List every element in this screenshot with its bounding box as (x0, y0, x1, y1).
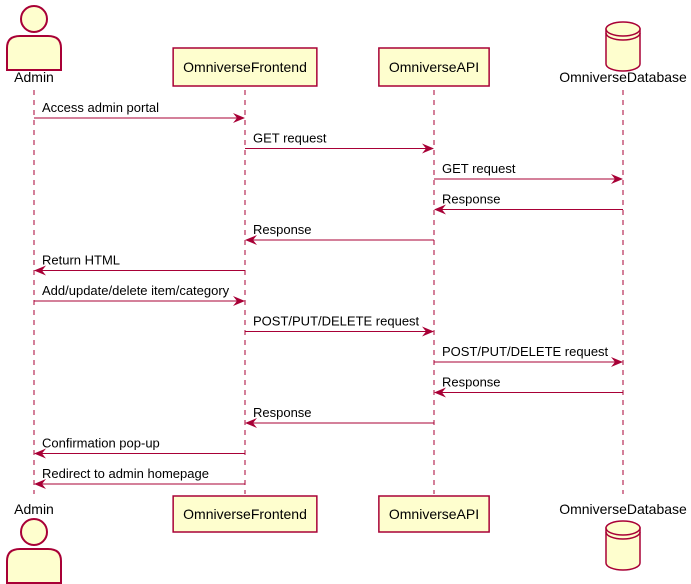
actor-stick-figure-icon (6, 5, 62, 71)
message-4: Response (434, 192, 623, 215)
actor-stick-figure-icon (6, 518, 62, 584)
message-label: POST/PUT/DELETE request (442, 344, 609, 359)
message-label: Return HTML (42, 253, 120, 268)
participant-admin-bottom: Admin (6, 501, 62, 584)
message-label: GET request (442, 161, 516, 176)
message-label: Redirect to admin homepage (42, 466, 209, 481)
message-9: POST/PUT/DELETE request (434, 344, 623, 367)
participant-label: Admin (14, 501, 54, 517)
database-cylinder-icon (605, 520, 641, 571)
message-1: Access admin portal (34, 100, 245, 123)
participant-label: OmniverseDatabase (559, 69, 687, 85)
participant-label: OmniverseFrontend (183, 59, 307, 75)
message-label: Response (253, 222, 312, 237)
participant-label: OmniverseAPI (389, 59, 479, 75)
participant-admin-top: Admin (6, 5, 62, 85)
participant-frontend-top: OmniverseFrontend (172, 47, 318, 87)
message-label: POST/PUT/DELETE request (253, 314, 420, 329)
message-5: Response (245, 222, 434, 245)
database-cylinder-icon (605, 21, 641, 72)
message-7: Add/update/delete item/category (34, 283, 245, 306)
message-3: GET request (434, 161, 623, 184)
message-label: Response (442, 375, 501, 390)
message-6: Return HTML (34, 253, 245, 276)
message-2: GET request (245, 131, 434, 154)
participant-api-top: OmniverseAPI (378, 47, 490, 87)
message-label: Response (253, 405, 312, 420)
message-10: Response (434, 375, 623, 398)
participant-database-bottom: OmniverseDatabase (559, 501, 687, 571)
message-label: GET request (253, 131, 327, 146)
participant-api-bottom: OmniverseAPI (378, 495, 490, 533)
message-11: Response (245, 405, 434, 428)
message-13: Redirect to admin homepage (34, 466, 245, 489)
message-label: Confirmation pop-up (42, 436, 160, 451)
message-12: Confirmation pop-up (34, 436, 245, 459)
message-8: POST/PUT/DELETE request (245, 314, 434, 337)
participant-label: OmniverseFrontend (183, 506, 307, 522)
message-label: Response (442, 192, 501, 207)
participant-label: OmniverseDatabase (559, 501, 687, 517)
message-label: Add/update/delete item/category (42, 283, 230, 298)
participant-label: Admin (14, 69, 54, 85)
participant-frontend-bottom: OmniverseFrontend (172, 495, 318, 533)
participant-database-top: OmniverseDatabase (559, 21, 687, 85)
message-label: Access admin portal (42, 100, 159, 115)
participant-label: OmniverseAPI (389, 506, 479, 522)
